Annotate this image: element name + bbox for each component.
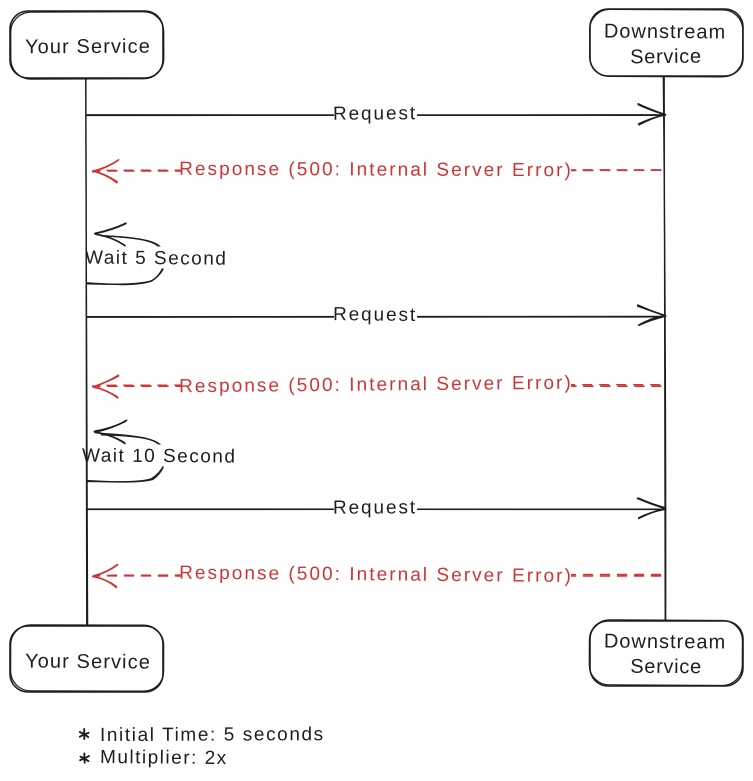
svg-text:Request: Request [333,103,417,124]
svg-text:Your Service: Your Service [25,36,151,59]
svg-text:Wait 10 Second: Wait 10 Second [82,446,237,468]
svg-text:Response (500: Internal Server: Response (500: Internal Server Error) [179,373,573,398]
svg-text:Your Service: Your Service [25,650,151,673]
svg-text:Service: Service [630,46,702,69]
svg-text:Request: Request [333,497,417,518]
svg-text:Downstream: Downstream [604,21,726,44]
svg-text:Request: Request [333,304,417,326]
svg-text:Multiplier: 2x: Multiplier: 2x [100,747,228,769]
svg-text:Wait 5 Second: Wait 5 Second [85,248,228,270]
svg-text:Downstream: Downstream [604,630,726,653]
svg-text:Response (500: Internal Server: Response (500: Internal Server Error) [179,159,573,181]
svg-text:Initial Time: 5 seconds: Initial Time: 5 seconds [100,724,325,746]
svg-text:Response (500: Internal Server: Response (500: Internal Server Error) [179,563,573,587]
svg-text:Service: Service [630,656,702,678]
